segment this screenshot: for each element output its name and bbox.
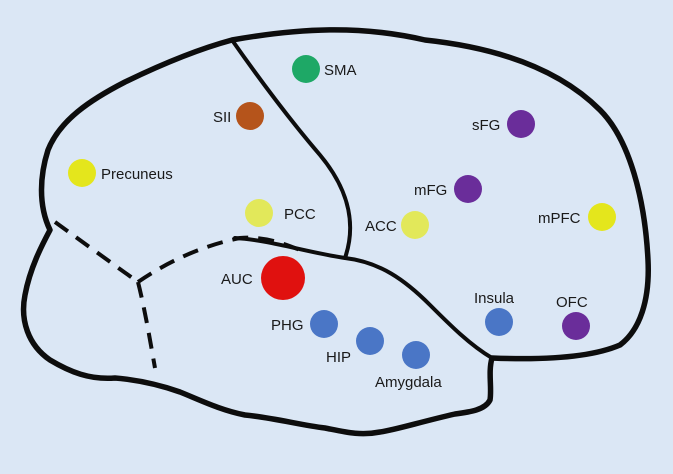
region-pcc: PCC	[245, 199, 316, 227]
region-sii: SII	[213, 102, 264, 130]
region-label: mPFC	[538, 210, 581, 227]
region-dot	[310, 310, 338, 338]
region-ofc: OFC	[556, 294, 590, 340]
region-label: ACC	[365, 218, 397, 235]
region-label: HIP	[326, 349, 351, 366]
region-dot	[292, 55, 320, 83]
brain-outline	[20, 27, 651, 437]
region-precuneus: Precuneus	[68, 159, 173, 187]
region-label: Amygdala	[375, 374, 442, 391]
region-dot	[562, 312, 590, 340]
central-sulcus-line	[230, 38, 353, 260]
region-dot	[356, 327, 384, 355]
region-phg: PHG	[271, 310, 338, 338]
region-dot	[261, 256, 305, 300]
region-dot	[454, 175, 482, 203]
region-dot	[245, 199, 273, 227]
region-dot	[507, 110, 535, 138]
dashed-line-upper	[53, 220, 140, 284]
region-label: mFG	[414, 182, 447, 199]
region-label: AUC	[221, 271, 253, 288]
region-auc: AUC	[221, 256, 305, 300]
region-amygdala: Amygdala	[375, 341, 442, 391]
dashed-line-lower	[136, 281, 157, 369]
region-dot	[68, 159, 96, 187]
region-sma: SMA	[292, 55, 357, 83]
region-label: PCC	[284, 206, 316, 223]
region-dot	[588, 203, 616, 231]
region-label: OFC	[556, 294, 588, 311]
region-insula: Insula	[474, 290, 515, 336]
region-label: Precuneus	[101, 166, 173, 183]
region-dot	[402, 341, 430, 369]
region-dot	[401, 211, 429, 239]
region-dot	[236, 102, 264, 130]
region-label: Insula	[474, 290, 515, 307]
dashed-line-middle	[136, 235, 301, 284]
region-sfg: sFG	[472, 110, 535, 138]
region-label: PHG	[271, 317, 304, 334]
region-label: sFG	[472, 117, 500, 134]
region-hip: HIP	[326, 327, 384, 366]
region-acc: ACC	[365, 211, 429, 239]
region-label: SII	[213, 109, 231, 126]
region-label: SMA	[324, 62, 357, 79]
region-mfg: mFG	[414, 175, 482, 203]
region-mpfc: mPFC	[538, 203, 616, 231]
region-dot	[485, 308, 513, 336]
